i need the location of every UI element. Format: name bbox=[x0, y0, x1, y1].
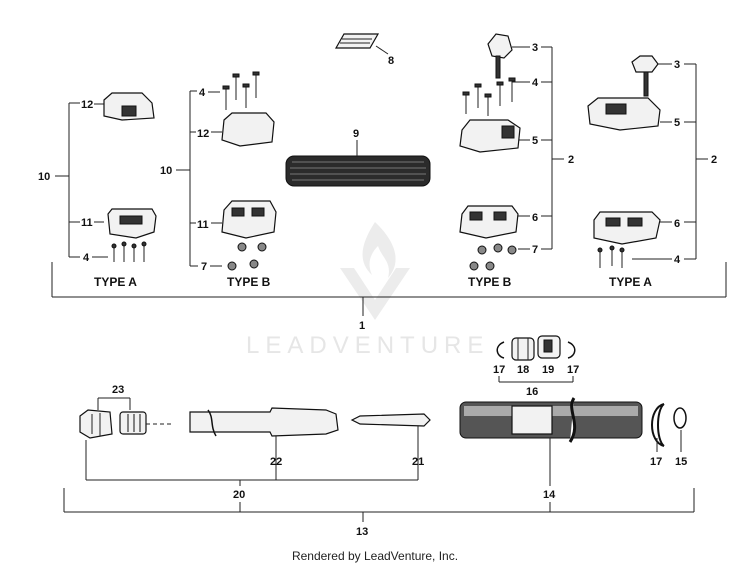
nuts-b-right bbox=[469, 243, 517, 271]
part-22: 22 bbox=[189, 407, 339, 468]
screws-a-right bbox=[597, 245, 625, 268]
screws-b-right bbox=[462, 77, 516, 116]
callout-17-c: 17 bbox=[650, 456, 662, 468]
part-23: 23 bbox=[79, 384, 174, 439]
label-type-a-left: TYPE A bbox=[94, 275, 137, 289]
callout-10-left: 10 bbox=[38, 171, 50, 183]
callout-21: 21 bbox=[412, 456, 424, 468]
label-type-a-right: TYPE A bbox=[609, 275, 652, 289]
upper-cover-b-left bbox=[221, 112, 275, 147]
callout-8: 8 bbox=[388, 55, 394, 67]
handle-grip bbox=[285, 155, 431, 187]
callout-4-b-left: 4 bbox=[199, 87, 206, 99]
callout-23: 23 bbox=[112, 384, 124, 396]
callout-1: 1 bbox=[359, 320, 365, 332]
base-slot bbox=[119, 215, 143, 225]
bushing-large bbox=[79, 409, 113, 439]
callout-10-right: 10 bbox=[160, 165, 172, 177]
washer bbox=[673, 407, 687, 429]
watermark-text: LEADVENTURE bbox=[246, 332, 489, 359]
part-21: 21 bbox=[350, 413, 431, 468]
clip-right bbox=[567, 341, 576, 359]
bracket-13: 13 bbox=[63, 488, 695, 538]
callout-17-a: 17 bbox=[493, 364, 505, 376]
part-16: 17 18 19 17 16 bbox=[493, 335, 579, 398]
callout-7-b-left: 7 bbox=[201, 261, 207, 273]
base-slot-b bbox=[231, 207, 245, 217]
part-9: 9 bbox=[285, 128, 431, 187]
callout-18: 18 bbox=[517, 364, 529, 376]
callout-4-left: 4 bbox=[83, 252, 90, 264]
callout-19: 19 bbox=[542, 364, 554, 376]
lower-base-b-right bbox=[459, 205, 519, 239]
group-type-b-left: 10 4 12 11 7 TYPE B bbox=[160, 71, 277, 289]
callout-4-a-right: 4 bbox=[674, 254, 681, 266]
callout-5-b-right: 5 bbox=[532, 135, 538, 147]
snap-ring bbox=[651, 403, 665, 447]
clip-left bbox=[496, 341, 505, 359]
bearing-18 bbox=[511, 337, 535, 361]
callout-11-left: 11 bbox=[81, 217, 93, 229]
screws-b-left bbox=[222, 71, 260, 110]
decal-label bbox=[334, 33, 380, 49]
callout-3-a-right: 3 bbox=[674, 59, 680, 71]
nuts-b-left bbox=[227, 242, 267, 271]
drive-shaft bbox=[350, 413, 431, 427]
callout-11-b-left: 11 bbox=[197, 219, 209, 231]
callout-20: 20 bbox=[233, 489, 245, 501]
flame-logo-icon bbox=[362, 222, 396, 278]
screws-a-left bbox=[111, 241, 147, 262]
callout-13: 13 bbox=[356, 526, 368, 538]
inner-tube bbox=[189, 407, 339, 437]
group-type-b-right: 2 3 4 5 6 7 bbox=[459, 33, 574, 289]
watermark: LEADVENTURE bbox=[246, 222, 489, 359]
lower-base-b-left bbox=[221, 200, 277, 239]
callout-6-b-right: 6 bbox=[532, 212, 538, 224]
footer-credit: Rendered by LeadVenture, Inc. bbox=[291, 549, 459, 563]
callout-15: 15 bbox=[675, 456, 687, 468]
callout-5-a-right: 5 bbox=[674, 117, 680, 129]
group-type-a-left: 10 12 11 4 TYPE A bbox=[38, 92, 157, 289]
callout-4-b-right: 4 bbox=[532, 77, 539, 89]
bracket-20: 20 bbox=[85, 440, 419, 512]
callout-2-a-right: 2 bbox=[711, 154, 717, 166]
clutch-housing bbox=[511, 405, 553, 435]
callout-9: 9 bbox=[353, 128, 359, 140]
bushing-small bbox=[119, 411, 147, 435]
switch-a-right bbox=[631, 55, 659, 73]
callout-7-b-right: 7 bbox=[532, 244, 538, 256]
bracket-1: 1 bbox=[51, 262, 727, 332]
group-type-a-right: 2 3 5 6 4 TYPE A bbox=[587, 55, 717, 289]
callout-14: 14 bbox=[543, 489, 556, 501]
callout-12-left: 12 bbox=[81, 99, 93, 111]
switch-b-right bbox=[487, 33, 513, 59]
callout-3-b-right: 3 bbox=[532, 42, 538, 54]
callout-12-b-left: 12 bbox=[197, 128, 209, 140]
part-8: 8 bbox=[334, 33, 394, 67]
callout-6-a-right: 6 bbox=[674, 218, 680, 230]
v-logo-icon bbox=[340, 268, 410, 320]
callout-2-b-right: 2 bbox=[568, 154, 574, 166]
part-14: 14 bbox=[459, 397, 643, 512]
callout-22: 22 bbox=[270, 456, 282, 468]
lower-base-a-right bbox=[593, 211, 661, 245]
callout-17-b: 17 bbox=[567, 364, 579, 376]
label-type-b-right: TYPE B bbox=[468, 275, 512, 289]
parts-17-15: 17 15 bbox=[650, 403, 687, 468]
callout-16: 16 bbox=[526, 386, 538, 398]
cover-latch bbox=[121, 105, 137, 117]
label-type-b-left: TYPE B bbox=[227, 275, 271, 289]
